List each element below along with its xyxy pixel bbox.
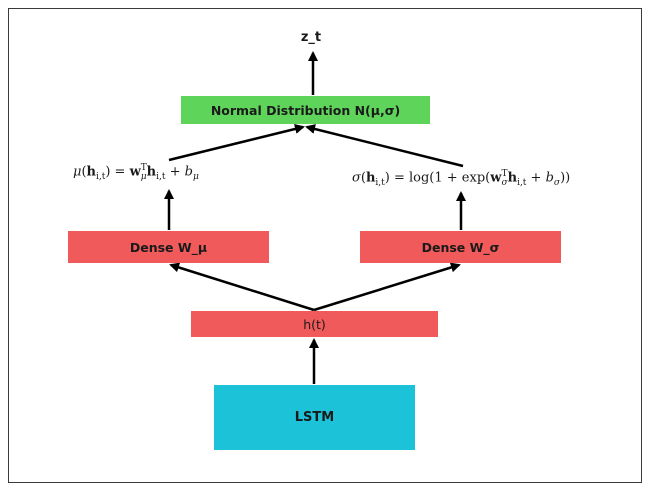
diagram-border bbox=[8, 8, 642, 483]
output-label-zt: z_t bbox=[300, 30, 322, 45]
dense-sigma-box: Dense W_σ bbox=[360, 231, 561, 263]
dense-mu-box: Dense W_μ bbox=[68, 231, 269, 263]
normal-distribution-box: Normal Distribution N(μ,σ) bbox=[181, 96, 430, 124]
arrow-ht-to-dense-mu bbox=[169, 262, 315, 312]
arrow-ht-to-dense-sigma bbox=[313, 262, 461, 312]
hidden-state-box: h(t) bbox=[191, 311, 438, 337]
arrow-sigma-to-normal bbox=[305, 124, 464, 168]
arrow-mu-to-normal bbox=[168, 124, 305, 162]
lstm-box: LSTM bbox=[214, 385, 415, 450]
formula-sigma: σ(hi,t) = log(1 + exp(wTσhi,t + bσ)) bbox=[352, 169, 571, 188]
formula-mu: μ(hi,t) = wTμhi,t + bμ bbox=[73, 163, 199, 182]
